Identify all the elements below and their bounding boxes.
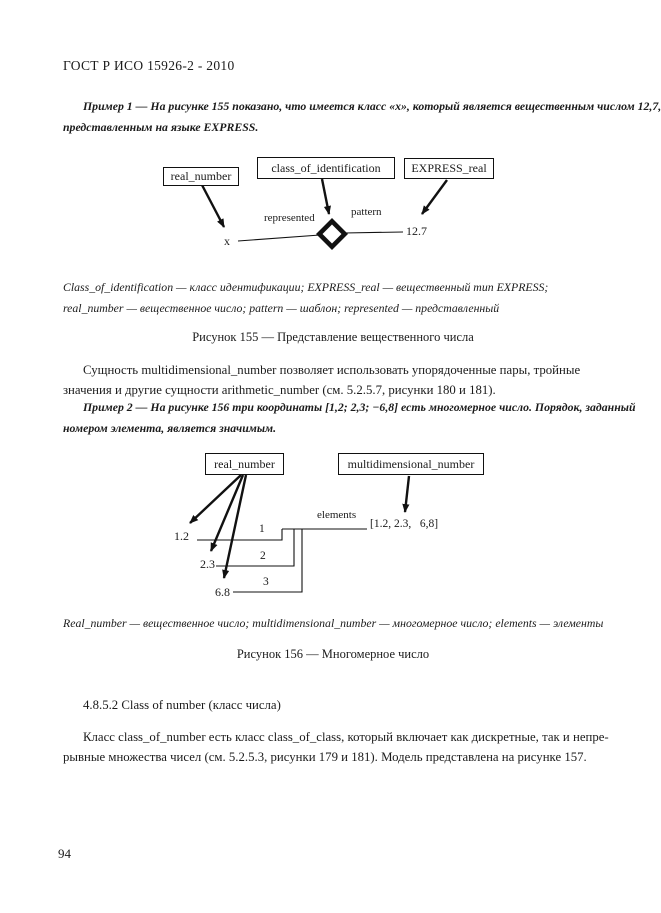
index-label-1: 1 <box>259 523 265 535</box>
entity-box-express-real: EXPRESS_real <box>404 158 494 179</box>
entity-box-real-number-2-label: real_number <box>214 456 275 471</box>
relationship-diamond <box>316 218 348 250</box>
role-label-elements: elements <box>317 509 357 521</box>
entity-box-multidimensional-number: multidimensional_number <box>338 453 484 475</box>
page-number: 94 <box>58 846 71 861</box>
figure-155-legend: Class_of_identification — класс идентифи… <box>63 277 548 319</box>
value-label-12-7: 12.7 <box>406 224 427 238</box>
figure-156-legend: Real_number — вещественное число; multid… <box>63 613 603 634</box>
role-label-represented: represented <box>264 212 315 224</box>
entity-box-real-number-2: real_number <box>205 453 284 475</box>
entity-box-real-number: real_number <box>163 167 239 186</box>
index-label-2: 2 <box>260 550 266 562</box>
example-1-paragraph: Пример 1 — На рисунке 155 показано, что … <box>63 96 661 137</box>
value-label-6-8: 6.8 <box>215 585 230 599</box>
entity-box-class-of-identification-label: class_of_identification <box>271 160 381 175</box>
document-header: ГОСТ Р ИСО 15926-2 - 2010 <box>63 58 235 73</box>
body-paragraph-2-line-1: Класс class_of_number есть класс class_o… <box>83 730 609 744</box>
figure-155-legend-line-1: Class_of_identification — класс идентифи… <box>63 280 549 294</box>
role-label-pattern: pattern <box>351 206 382 218</box>
section-heading-4-8-5-2: 4.8.5.2 Class of number (класс числа) <box>83 698 281 712</box>
arrow-multidimensional-number-to-tuple-origin <box>222 474 248 579</box>
body-paragraph-multidimensional-number: Сущность multidimensional_number позволя… <box>63 361 580 400</box>
figure-155-caption: Рисунок 155 — Представление вещественног… <box>192 330 474 344</box>
body-paragraph-1-line-1: Сущность multidimensional_number позволя… <box>83 363 581 377</box>
body-paragraph-1-line-2: значения и другие сущности arithmetic_nu… <box>63 382 496 397</box>
figure-155-legend-line-2: real_number — вещественное число; patter… <box>63 301 500 315</box>
element-line-1 <box>197 529 283 541</box>
element-line-3 <box>233 529 303 593</box>
value-label-1-2: 1.2 <box>174 529 189 543</box>
arrow-real-number-to-x <box>200 184 226 228</box>
example-2-line-2: номером элемента, является значимым. <box>63 420 277 435</box>
relation-line-represented <box>237 234 321 242</box>
example-2-line-1: Пример 2 — На рисунке 156 три координаты… <box>83 400 636 414</box>
index-label-3: 3 <box>263 576 269 588</box>
arrow-class-of-identification-to-diamond <box>320 178 331 215</box>
body-paragraph-class-of-number: Класс class_of_number есть класс class_o… <box>63 728 609 767</box>
tuple-value-label: [1.2, 2.3, 6,8] <box>370 518 439 530</box>
figure-156-legend-line-1: Real_number — вещественное число; multid… <box>63 616 604 630</box>
instance-label-x: x <box>224 234 230 248</box>
body-paragraph-2-line-2: рывные множества чисел (см. 5.2.5.3, рис… <box>63 749 587 764</box>
example-1-line-1: Пример 1 — На рисунке 155 показано, что … <box>83 99 661 113</box>
relation-line-pattern <box>343 231 404 234</box>
arrow-real-number-to-2-3 <box>209 474 245 552</box>
value-label-2-3: 2.3 <box>200 557 215 571</box>
entity-box-real-number-label: real_number <box>170 169 232 183</box>
entity-box-multidimensional-number-label: multidimensional_number <box>347 456 475 471</box>
arrow-express-real-to-value <box>421 179 448 215</box>
example-2-paragraph: Пример 2 — На рисунке 156 три координаты… <box>63 397 636 438</box>
arrow-real-number-to-1-2 <box>189 474 242 524</box>
example-1-line-2: представленным на языке EXPRESS. <box>63 119 259 134</box>
element-line-2 <box>216 529 295 567</box>
figure-156-caption: Рисунок 156 — Многомерное число <box>236 647 430 661</box>
arrow-multidimensional-number-to-tuple <box>402 475 411 513</box>
entity-box-express-real-label: EXPRESS_real <box>411 161 487 175</box>
entity-box-class-of-identification: class_of_identification <box>257 157 395 179</box>
